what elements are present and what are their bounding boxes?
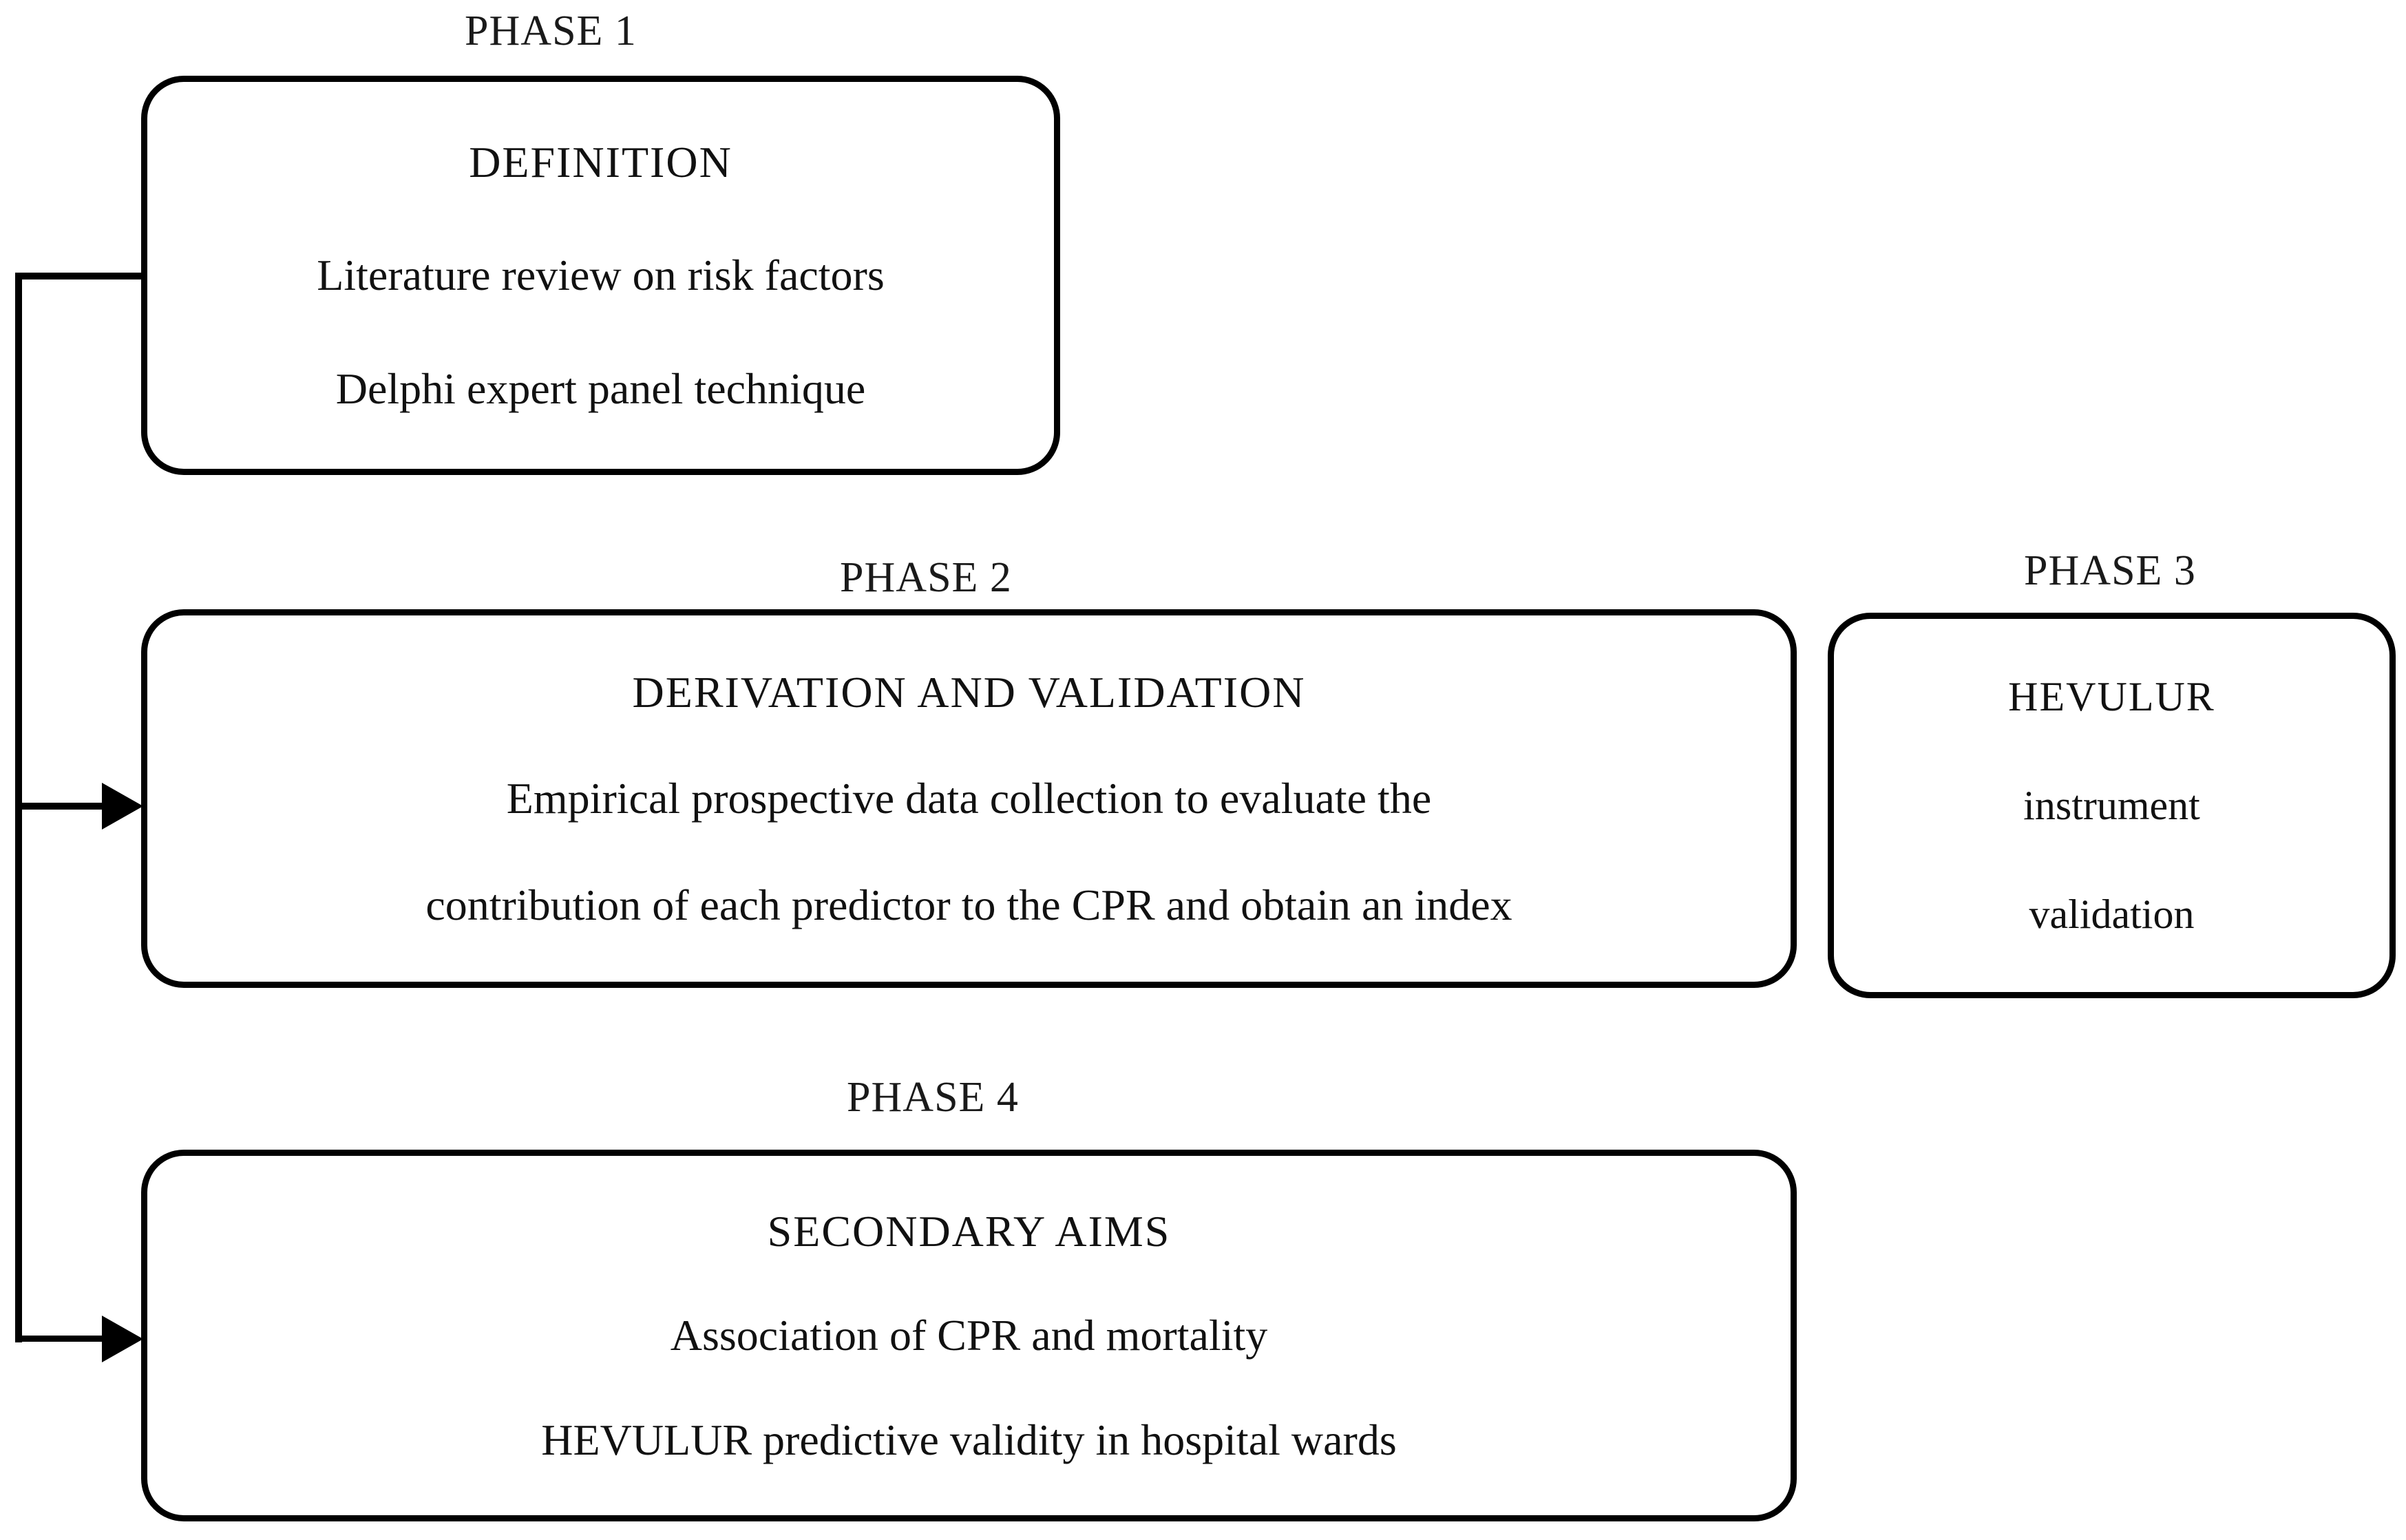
phase-box-2-title: DERIVATION AND VALIDATION: [632, 667, 1306, 717]
phase-box-4-line-2: HEVULUR predictive validity in hospital …: [541, 1415, 1397, 1464]
phase-box-2-line-1: Empirical prospective data collection to…: [506, 774, 1432, 823]
phase-box-3-line-2: validation: [2029, 891, 2195, 937]
phase-box-3-line-1: instrument: [2023, 782, 2200, 828]
arrow-icon-phase4: [102, 1316, 143, 1362]
phase-label-1: PHASE 1: [465, 8, 637, 54]
phase-box-1-line-1: Literature review on risk factors: [317, 251, 885, 300]
arrow-icon-phase2: [102, 783, 143, 830]
phase-box-4-title: SECONDARY AIMS: [767, 1207, 1171, 1256]
connector-stub-phase1: [15, 273, 143, 279]
phase-label-3: PHASE 3: [2024, 547, 2196, 594]
phase-box-2-line-2: contribution of each predictor to the CP…: [425, 880, 1512, 930]
phase-box-3[interactable]: HEVULUR instrument validation: [1828, 613, 2396, 998]
phase-box-4[interactable]: SECONDARY AIMS Association of CPR and mo…: [141, 1150, 1797, 1521]
phase-label-4: PHASE 4: [847, 1074, 1019, 1121]
connector-branch-phase4: [15, 1336, 117, 1342]
phase-box-3-title: HEVULUR: [2008, 673, 2215, 719]
phase-box-4-line-1: Association of CPR and mortality: [670, 1311, 1268, 1360]
phase-box-2[interactable]: DERIVATION AND VALIDATION Empirical pros…: [141, 609, 1797, 988]
connector-branch-phase2: [15, 803, 117, 810]
phase-label-2: PHASE 2: [840, 554, 1012, 601]
phase-box-1-line-2: Delphi expert panel technique: [335, 364, 866, 414]
phase-box-1-title: DEFINITION: [469, 137, 732, 187]
phase-box-1[interactable]: DEFINITION Literature review on risk fac…: [141, 76, 1060, 475]
